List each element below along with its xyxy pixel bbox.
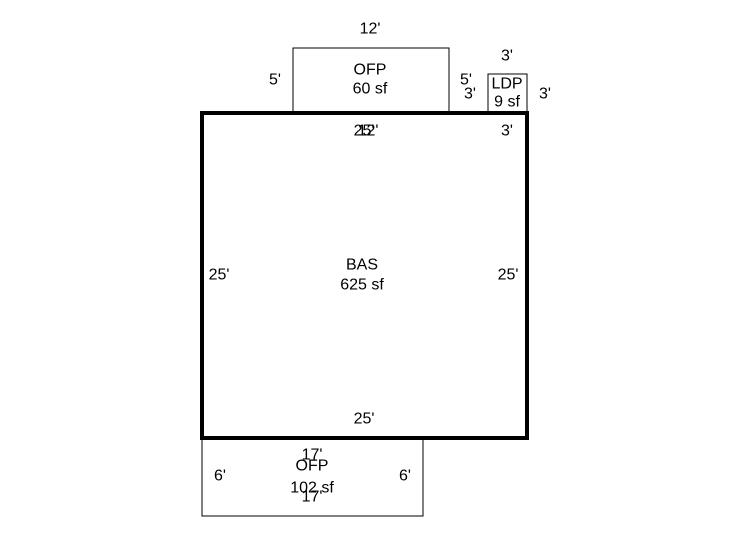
ofp-bottom-bottom-dimension: 17' — [302, 489, 323, 506]
ldp-right-dimension: 3' — [539, 86, 551, 103]
ldp-code-label: LDP — [491, 76, 522, 93]
ldp-bottom-dimension: 3' — [501, 123, 513, 140]
bas-top-dimension-a: 25' — [354, 123, 375, 140]
bas-outline — [200, 111, 529, 440]
bas-area-label: 625 sf — [340, 277, 384, 294]
ofp-bottom-left-dimension: 6' — [214, 468, 226, 485]
ofp-bottom-top-dimension: 17' — [302, 447, 323, 464]
ofp-top-left-dimension: 5' — [269, 72, 281, 89]
ofp-bottom-code-label: OFP — [296, 458, 329, 475]
bas-right-dimension: 25' — [498, 267, 519, 284]
ofp-top-width-dimension: 12' — [360, 21, 381, 38]
bas-bottom-dimension: 25' — [354, 411, 375, 428]
ldp-area-label: 9 sf — [494, 94, 520, 111]
ldp-left-dimension: 3' — [464, 86, 476, 103]
bas-top-dimension-b: 12' — [358, 123, 379, 140]
ofp-top-area-label: 60 sf — [353, 81, 388, 98]
bas-code-label: BAS — [346, 257, 378, 274]
ldp-top-dimension: 3' — [501, 48, 513, 65]
ofp-top-code-label: OFP — [354, 62, 387, 79]
ofp-bottom-area-label: 102 sf — [290, 480, 334, 497]
ofp-bottom-right-dimension: 6' — [399, 468, 411, 485]
ofp-top-right-dimension: 5' — [460, 72, 472, 89]
bas-left-dimension: 25' — [209, 267, 230, 284]
